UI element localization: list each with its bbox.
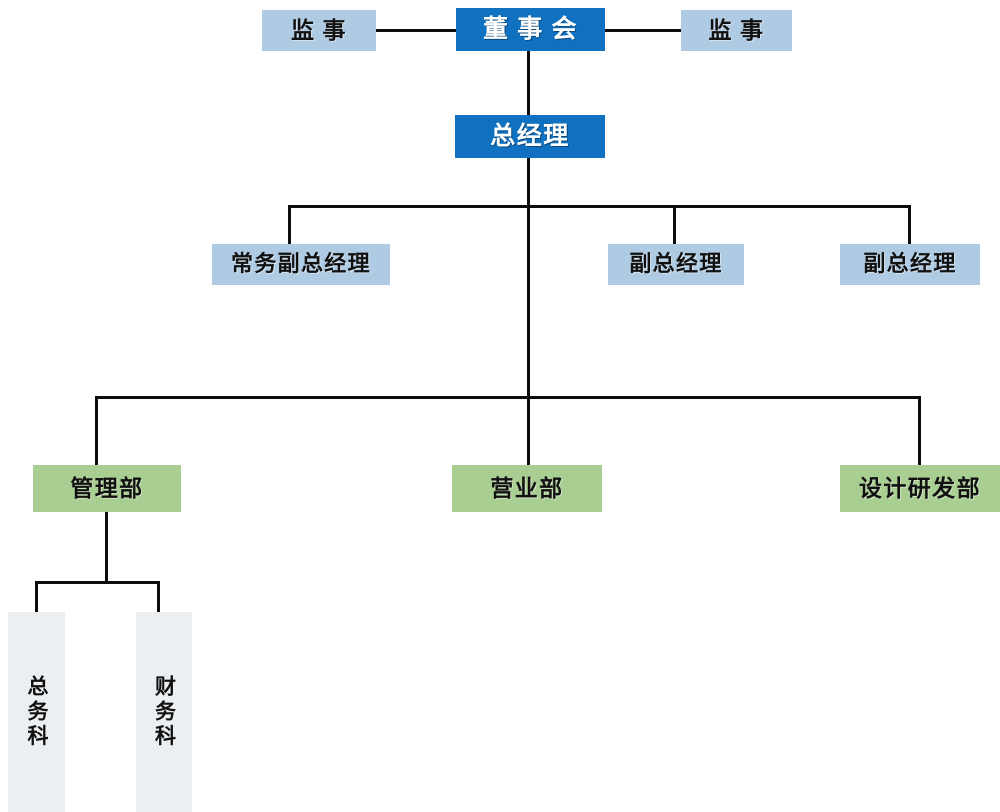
node-section-general-affairs[interactable]: 总务科 — [8, 612, 65, 812]
edge-board-to-supervisor-right — [605, 29, 682, 32]
edge-section-bar — [35, 581, 160, 584]
edge-deputy-drop-2 — [908, 205, 911, 245]
node-supervisor-right[interactable]: 监 事 — [681, 10, 792, 51]
edge-deputy-drop-exec — [288, 205, 291, 245]
edge-gm-trunk — [527, 157, 530, 398]
node-department-management[interactable]: 管理部 — [33, 465, 181, 512]
edge-section-drop-general-affairs — [35, 581, 38, 614]
edge-management-trunk — [105, 512, 108, 582]
edge-department-bar — [95, 396, 920, 399]
edge-deputy-drop-1 — [673, 205, 676, 245]
edge-department-drop-design-rd — [918, 396, 921, 466]
edge-deputy-bar — [288, 205, 911, 208]
edge-board-to-supervisor-left — [376, 29, 457, 32]
node-executive-deputy-general-manager[interactable]: 常务副总经理 — [212, 244, 390, 285]
node-supervisor-left[interactable]: 监 事 — [262, 10, 376, 51]
edge-board-to-general-manager — [527, 51, 530, 116]
node-section-finance[interactable]: 财务科 — [136, 612, 192, 812]
node-deputy-general-manager-1[interactable]: 副总经理 — [608, 244, 744, 285]
node-deputy-general-manager-2[interactable]: 副总经理 — [840, 244, 980, 285]
edge-department-drop-management — [95, 396, 98, 466]
edge-section-drop-finance — [157, 581, 160, 614]
node-board-of-directors[interactable]: 董 事 会 — [456, 8, 605, 51]
node-general-manager[interactable]: 总经理 — [455, 115, 605, 158]
edge-department-drop-sales — [527, 396, 530, 466]
node-department-sales[interactable]: 营业部 — [452, 465, 602, 512]
node-department-design-rd[interactable]: 设计研发部 — [840, 465, 1000, 512]
